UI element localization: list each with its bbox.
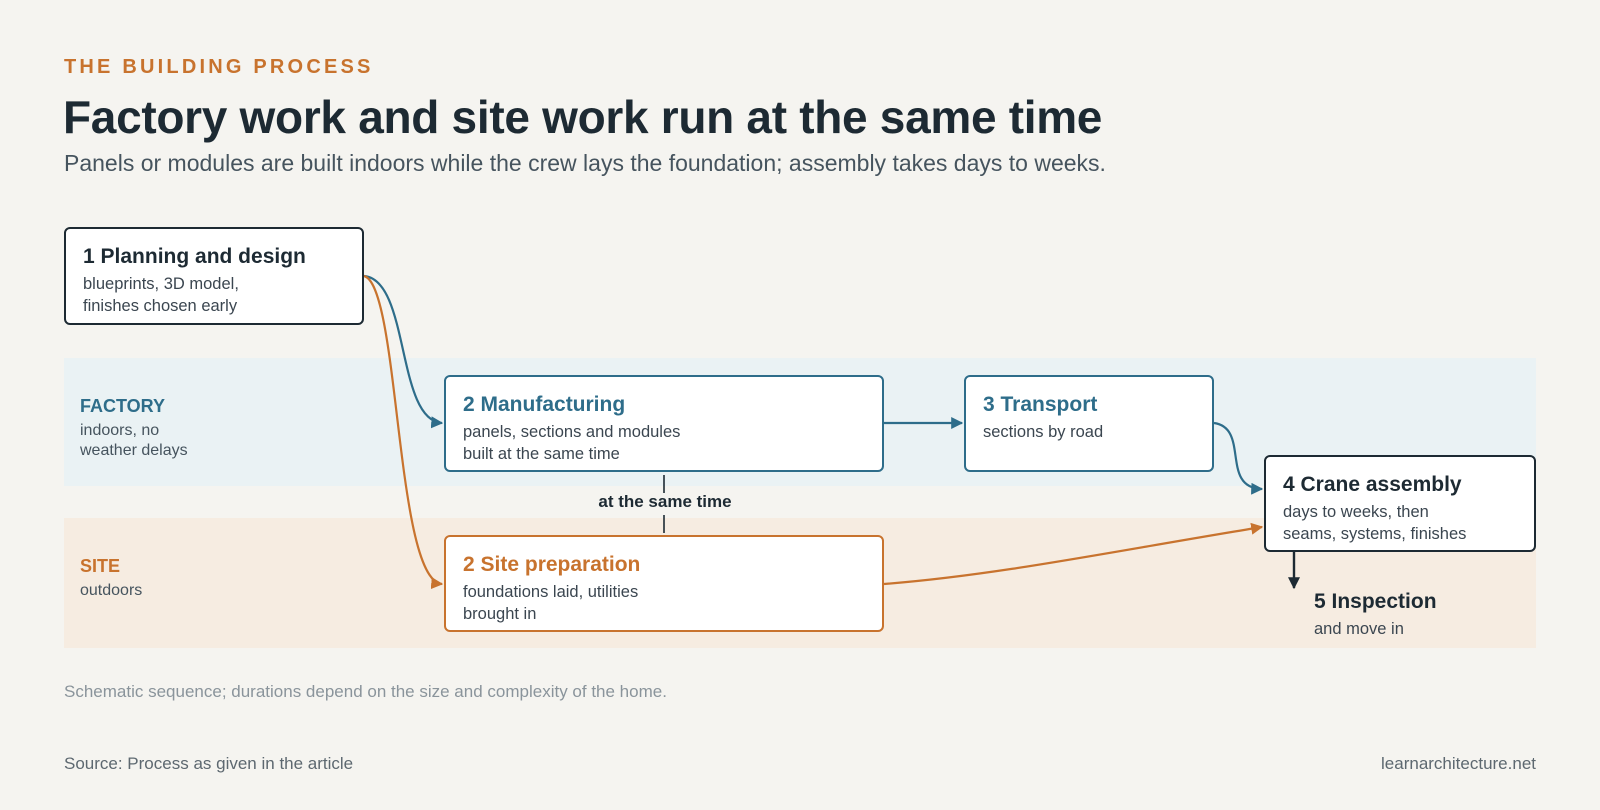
step-site-preparation-box: 2 Site preparation foundations laid, uti…	[444, 535, 884, 632]
step-site-preparation-desc: foundations laid, utilities brought in	[463, 581, 866, 625]
site-lane-label: SITE outdoors	[80, 556, 142, 601]
step-crane-assembly-title: 4 Crane assembly	[1283, 473, 1462, 496]
step-transport-box: 3 Transport sections by road	[964, 375, 1214, 472]
step-planning-box: 1 Planning and design blueprints, 3D mod…	[64, 227, 364, 325]
step-inspection-title: 5 Inspection	[1314, 590, 1437, 613]
step-planning-line2: finishes chosen early	[83, 297, 238, 315]
step-inspection: 5 Inspection and move in	[1314, 590, 1437, 640]
site-lane-title: SITE	[80, 556, 121, 576]
step-crane-assembly-line1: days to weeks, then	[1283, 503, 1429, 521]
planning-to-manufacturing-arrow	[363, 274, 444, 429]
page-title: Factory work and site work run at the sa…	[63, 91, 1103, 143]
site-credit: learnarchitecture.net	[1381, 754, 1536, 773]
eyebrow-label: THE BUILDING PROCESS	[64, 56, 374, 78]
step-crane-assembly-line2: seams, systems, finishes	[1283, 525, 1467, 543]
step-site-preparation-line1: foundations laid, utilities	[463, 583, 639, 601]
footnote: Schematic sequence; durations depend on …	[64, 682, 667, 701]
same-time-label: at the same time	[598, 492, 732, 511]
step-transport-title: 3 Transport	[983, 393, 1098, 416]
step-inspection-desc: and move in	[1314, 620, 1404, 638]
step-crane-assembly-box: 4 Crane assembly days to weeks, then sea…	[1264, 455, 1536, 552]
step-planning-line1: blueprints, 3D model,	[83, 275, 239, 293]
site-prep-to-crane-arrow	[883, 522, 1264, 586]
source-credit: Source: Process as given in the article	[64, 754, 354, 773]
step-site-preparation-line2: brought in	[463, 605, 537, 623]
step-transport-desc: sections by road	[983, 423, 1104, 441]
step-manufacturing-line1: panels, sections and modules	[463, 423, 681, 441]
transport-to-crane-arrow	[1213, 421, 1264, 495]
factory-lane-label: FACTORY indoors, no weather delays	[80, 396, 188, 461]
factory-lane-title: FACTORY	[80, 396, 166, 416]
step-manufacturing-box: 2 Manufacturing panels, sections and mod…	[444, 375, 884, 472]
step-manufacturing-line2: built at the same time	[463, 445, 620, 463]
step-planning-desc: blueprints, 3D model, finishes chosen ea…	[83, 273, 346, 317]
planning-to-site-prep-arrow	[363, 274, 444, 589]
site-lane-desc: outdoors	[80, 582, 143, 599]
factory-lane-desc-line1: indoors, no	[80, 422, 160, 439]
step-manufacturing-desc: panels, sections and modules built at th…	[463, 421, 866, 465]
step-crane-assembly-desc: days to weeks, then seams, systems, fini…	[1283, 501, 1518, 545]
page-subtitle: Panels or modules are built indoors whil…	[64, 150, 1106, 176]
step-planning-title: 1 Planning and design	[83, 245, 306, 268]
step-site-preparation-title: 2 Site preparation	[463, 553, 641, 576]
step-manufacturing-title: 2 Manufacturing	[463, 393, 626, 416]
factory-lane-desc-line2: weather delays	[80, 442, 188, 459]
factory-lane-desc: indoors, no weather delays	[80, 421, 188, 461]
